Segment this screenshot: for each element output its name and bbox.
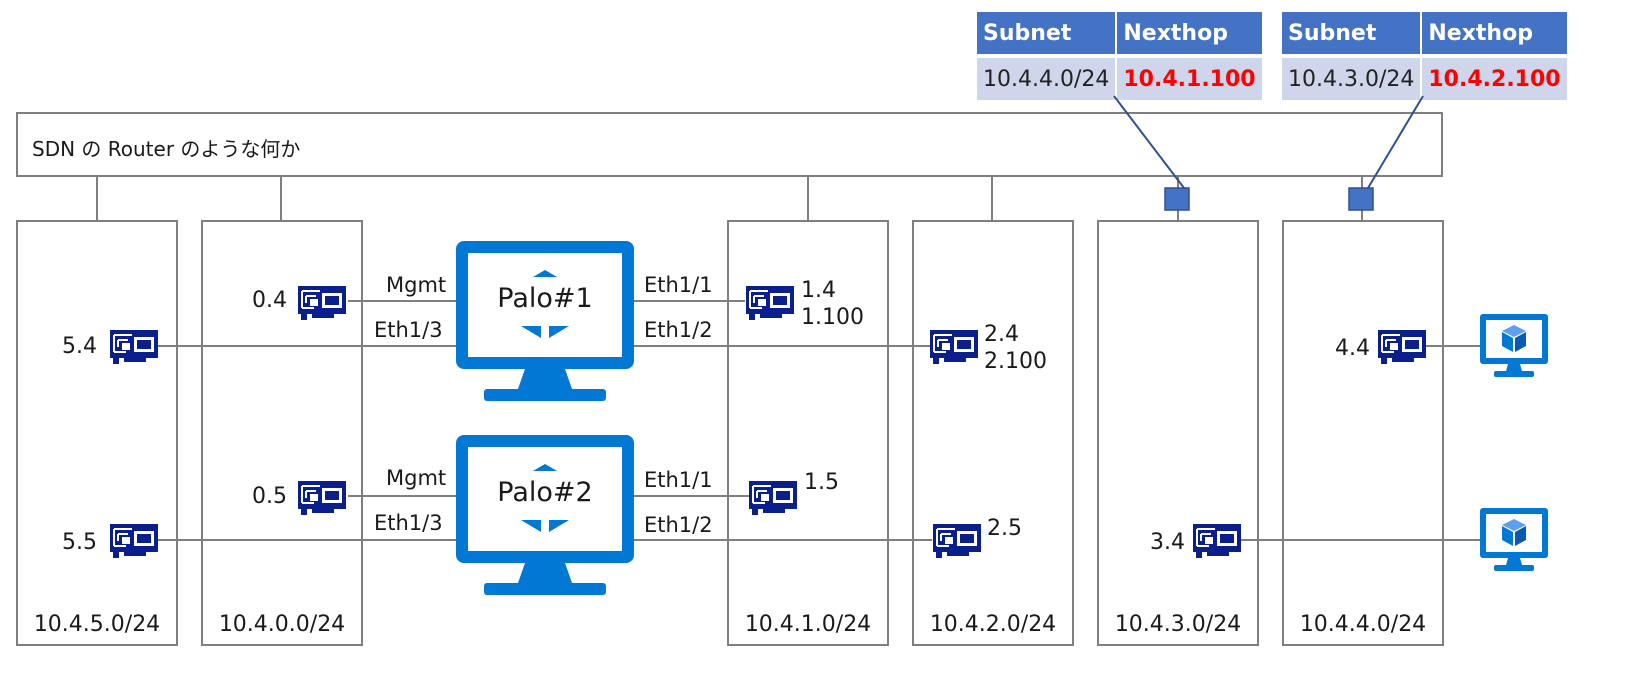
subnet-label: 10.4.0.0/24 bbox=[218, 612, 346, 637]
nic-address-label: 3.4 bbox=[1150, 530, 1185, 555]
nic-address-label: 2.5 bbox=[987, 516, 1022, 541]
subnet-box-10-4-4 bbox=[1282, 220, 1444, 646]
nic-address-label: 5.5 bbox=[62, 530, 97, 555]
network-interface-icon bbox=[109, 329, 159, 365]
subnet-label: 10.4.4.0/24 bbox=[1299, 612, 1427, 637]
route-table-nexthop: 10.4.1.100 bbox=[1117, 58, 1262, 100]
nic-address-label: 2.100 bbox=[984, 349, 1047, 374]
eth11-interface-label: Eth1/1 bbox=[644, 468, 713, 492]
nic-address-label: 0.5 bbox=[252, 484, 287, 509]
subnet-label: 10.4.1.0/24 bbox=[744, 612, 872, 637]
route-table-attachment-icon bbox=[1164, 187, 1190, 211]
monitor-icon bbox=[456, 241, 634, 401]
route-table-header-subnet: Subnet bbox=[1282, 12, 1421, 58]
eth13-interface-label: Eth1/3 bbox=[374, 511, 443, 535]
route-table-header-subnet: Subnet bbox=[977, 12, 1116, 58]
network-interface-icon bbox=[297, 285, 347, 321]
subnet-label: 10.4.5.0/24 bbox=[33, 612, 161, 637]
nic-address-label: 2.4 bbox=[984, 322, 1019, 347]
route-table-header-nexthop: Nexthop bbox=[1117, 12, 1262, 58]
monitor-icon bbox=[456, 435, 634, 595]
eth12-interface-label: Eth1/2 bbox=[644, 513, 713, 537]
route-table-2: Subnet Nexthop 10.4.3.0/24 10.4.2.100 bbox=[1280, 12, 1569, 100]
network-interface-icon bbox=[1192, 523, 1242, 559]
firewall-name: Palo#1 bbox=[497, 283, 593, 314]
nic-address-label: 5.4 bbox=[62, 334, 97, 359]
network-interface-icon bbox=[1377, 329, 1427, 365]
route-table-subnet: 10.4.4.0/24 bbox=[977, 58, 1116, 100]
network-interface-icon bbox=[748, 480, 798, 516]
route-table-nexthop: 10.4.2.100 bbox=[1422, 58, 1567, 100]
route-table-header-nexthop: Nexthop bbox=[1422, 12, 1567, 58]
subnet-box-10-4-2 bbox=[912, 220, 1074, 646]
mgmt-interface-label: Mgmt bbox=[386, 273, 447, 297]
network-interface-icon bbox=[745, 285, 795, 321]
route-table-subnet: 10.4.3.0/24 bbox=[1282, 58, 1421, 100]
sdn-router-label: SDN の Router のような何か bbox=[32, 137, 301, 161]
subnet-box-10-4-3 bbox=[1097, 220, 1259, 646]
eth12-interface-label: Eth1/2 bbox=[644, 318, 713, 342]
eth13-interface-label: Eth1/3 bbox=[374, 318, 443, 342]
subnet-box-10-4-5 bbox=[16, 220, 178, 646]
network-interface-icon bbox=[297, 480, 347, 516]
route-table-attachment-icon bbox=[1348, 187, 1374, 211]
network-interface-icon bbox=[109, 523, 159, 559]
virtual-machine-icon bbox=[1480, 314, 1548, 377]
virtual-machine-icon bbox=[1480, 508, 1548, 571]
sdn-router bbox=[16, 112, 1443, 177]
subnet-box-10-4-1 bbox=[727, 220, 889, 646]
firewall-name: Palo#2 bbox=[497, 477, 593, 508]
route-table-1: Subnet Nexthop 10.4.4.0/24 10.4.1.100 bbox=[975, 12, 1264, 100]
nic-address-label: 1.4 bbox=[801, 278, 836, 303]
network-interface-icon bbox=[929, 329, 979, 365]
nic-address-label: 4.4 bbox=[1335, 336, 1370, 361]
nic-address-label: 1.5 bbox=[804, 470, 839, 495]
mgmt-interface-label: Mgmt bbox=[386, 466, 447, 490]
network-interface-icon bbox=[932, 523, 982, 559]
eth11-interface-label: Eth1/1 bbox=[644, 273, 713, 297]
nic-address-label: 1.100 bbox=[801, 305, 864, 330]
subnet-box-10-4-0 bbox=[201, 220, 363, 646]
nic-address-label: 0.4 bbox=[252, 288, 287, 313]
subnet-label: 10.4.2.0/24 bbox=[929, 612, 1057, 637]
subnet-label: 10.4.3.0/24 bbox=[1114, 612, 1242, 637]
